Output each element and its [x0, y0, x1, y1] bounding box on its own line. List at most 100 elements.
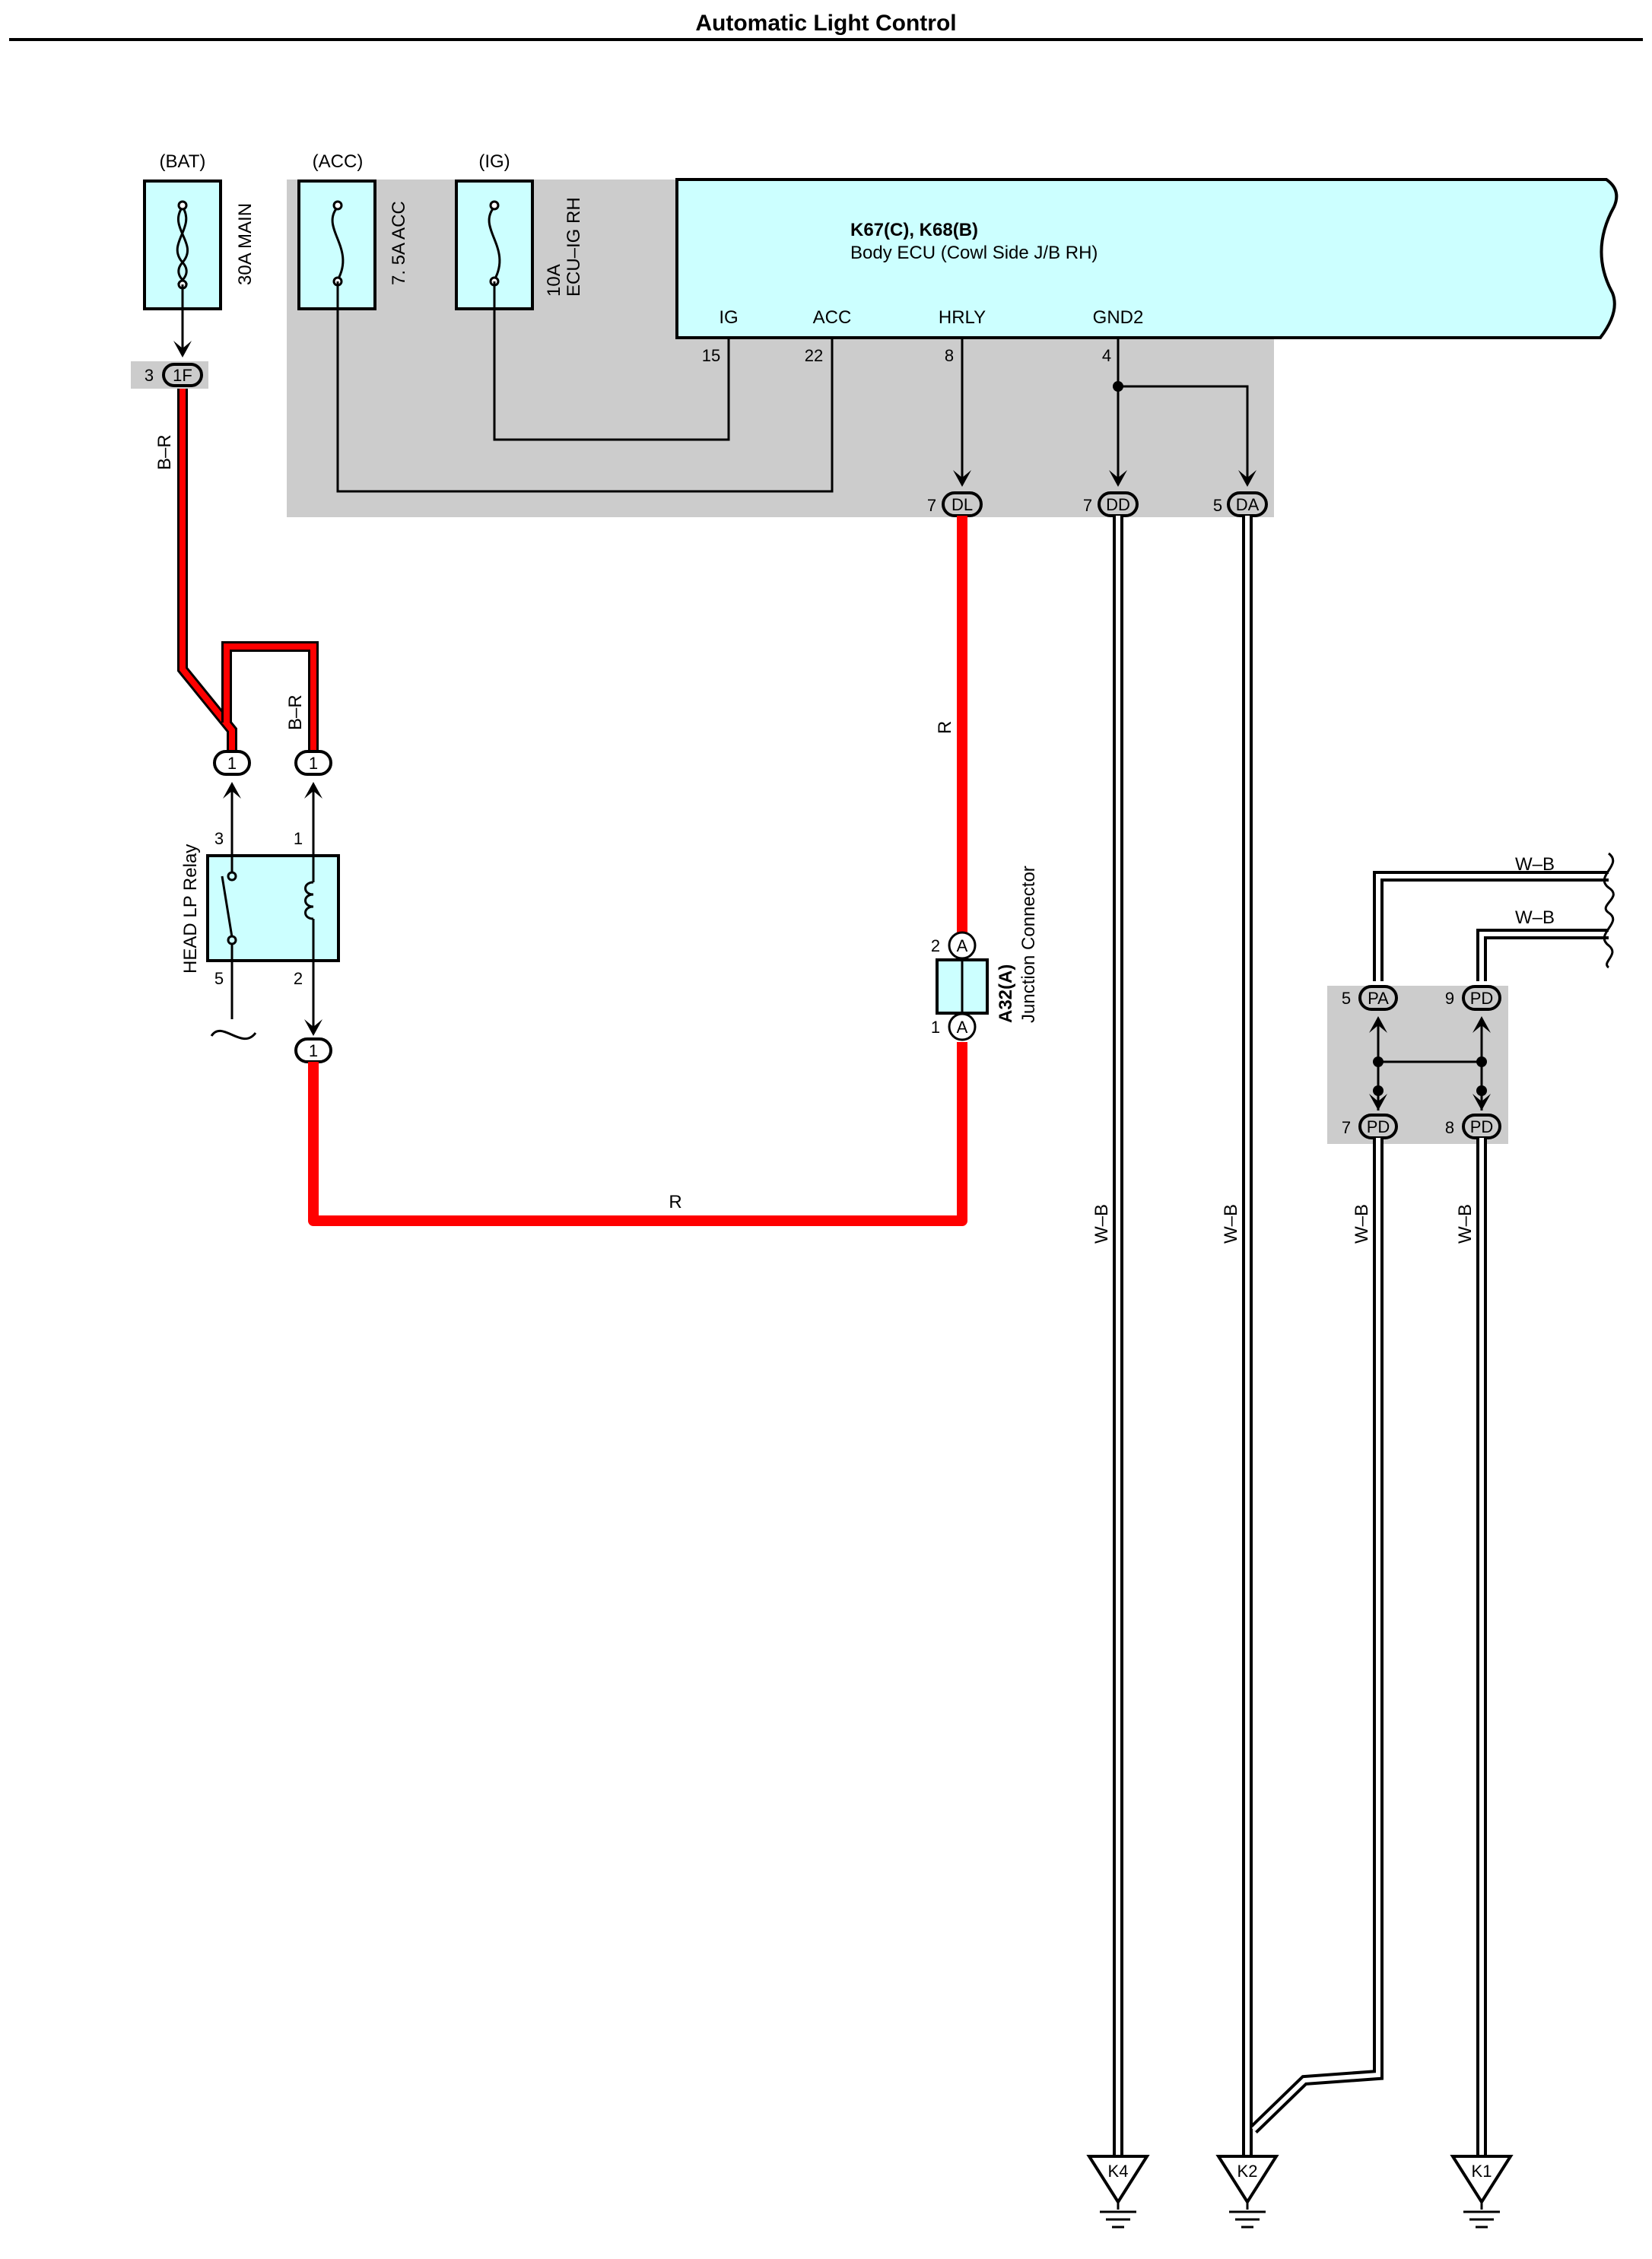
ground-k2-icon [1215, 2155, 1279, 2229]
fuse-30a-label: 30A MAIN [235, 203, 256, 285]
relay-connector-top-left-pin: 1 [227, 754, 237, 773]
da-arrow-icon [1238, 470, 1256, 487]
pd-top-connector [1462, 985, 1501, 1011]
wb-break-icon-2 [1603, 911, 1615, 969]
wb-label-3: W–B [1352, 1204, 1372, 1244]
junction-pin-top: 2 [931, 936, 940, 955]
fuse-acc-label: 7. 5A ACC [389, 201, 409, 285]
1f-connector [162, 363, 203, 387]
red-wire [308, 516, 967, 1226]
br-wire-main [177, 389, 237, 753]
relay-switch-icon [221, 856, 237, 961]
r-label-vertical: R [935, 721, 955, 734]
r-label-horizontal: R [669, 1192, 681, 1212]
dl-code: DL [951, 495, 973, 514]
br-wire-loop [221, 641, 319, 753]
ecu-pin-hrly: 8 [945, 346, 954, 365]
relay-pin-3: 3 [214, 829, 224, 848]
ecu-terminal-gnd2: GND2 [1093, 307, 1144, 328]
br-label-1: B–R [154, 434, 175, 470]
ecu-pin-gnd2: 4 [1102, 346, 1111, 365]
wb-label-1: W–B [1091, 1204, 1112, 1244]
pa-code: PA [1368, 989, 1389, 1008]
junction-pin-bottom-connector [948, 1012, 977, 1041]
relay-connector-top-right-pin: 1 [309, 754, 318, 773]
wb-label-2: W–B [1221, 1204, 1241, 1244]
splice-dot-left-top [1373, 1056, 1384, 1067]
wire-break-icon [210, 1030, 257, 1041]
ground-k2-label: K2 [1237, 2162, 1258, 2181]
junction-letter-bottom: A [957, 1018, 968, 1037]
ecu-name: Body ECU (Cowl Side J/B RH) [850, 243, 1098, 263]
diagram-title: Automatic Light Control [695, 11, 956, 36]
splice-dot-right-bottom [1476, 1085, 1487, 1096]
relay-pin-5: 5 [214, 969, 224, 988]
dd-arrow-icon [1109, 470, 1127, 487]
relay-connector-bottom-pin: 1 [309, 1041, 318, 1060]
splice-dot-left-bottom [1373, 1085, 1384, 1096]
ecu-terminal-ig: IG [719, 307, 738, 328]
pa-connector [1358, 985, 1398, 1011]
wb-top-label-1: W–B [1515, 854, 1555, 875]
br-label-2: B–R [285, 694, 306, 730]
splice-dot-right-top [1476, 1056, 1487, 1067]
relay-name: HEAD LP Relay [180, 844, 201, 974]
wb-top-label-2: W–B [1515, 907, 1555, 928]
ground-k4-icon [1086, 2155, 1150, 2229]
1f-arrow-icon [173, 341, 192, 357]
fuse-ig-amp-label: 10A [544, 264, 564, 297]
ecu-terminal-acc: ACC [813, 307, 852, 328]
wb-incoming-2 [1476, 929, 1609, 981]
pd-top-code: PD [1470, 989, 1494, 1008]
relay-connector-top-right [294, 750, 332, 776]
jb-internal-wires [336, 281, 1249, 493]
wb-label-4: W–B [1455, 1204, 1476, 1244]
junction-name: Junction Connector [1018, 866, 1039, 1023]
pd-br-arrow-icon [1473, 1094, 1491, 1110]
fusible-link-icon [176, 200, 189, 290]
fuse-ig-name-label: ECU–IG RH [564, 197, 584, 297]
junction-code: A32(A) [996, 964, 1016, 1023]
relay-bottom-arrow-icon [304, 1019, 322, 1036]
pd-bl-pin: 7 [1342, 1118, 1351, 1137]
wb-wire-pd-left [1250, 1138, 1384, 2134]
pd-top-arrow-icon [1473, 1016, 1491, 1033]
relay-arrow-right-icon [304, 782, 322, 799]
1f-code: 1F [173, 366, 192, 385]
pd-bl-code: PD [1367, 1117, 1390, 1136]
dl-pin: 7 [927, 496, 936, 515]
pd-br-code: PD [1470, 1117, 1494, 1136]
da-pin: 5 [1213, 496, 1222, 515]
ground-k1-label: K1 [1472, 2162, 1492, 2181]
ground-k4-label: K4 [1108, 2162, 1129, 2181]
pa-arrow-icon [1369, 1016, 1387, 1033]
junction-pin-bottom: 1 [931, 1018, 940, 1037]
pa-pin: 5 [1342, 989, 1351, 1008]
relay-connector-top-left [213, 750, 251, 776]
dd-pin: 7 [1083, 496, 1092, 515]
ecu-pin-acc: 22 [805, 346, 823, 365]
pd-br-pin: 8 [1445, 1118, 1454, 1137]
pd-bl-arrow-icon [1369, 1094, 1387, 1110]
da-code: DA [1236, 495, 1260, 514]
wb-break-icon-1 [1603, 852, 1615, 914]
splice-internal [1377, 1025, 1483, 1110]
ecu-code: K67(C), K68(B) [850, 220, 978, 240]
pd-top-pin: 9 [1445, 989, 1454, 1008]
gnd2-splice-dot [1113, 381, 1123, 392]
ground-k1-icon [1450, 2155, 1514, 2229]
relay-pin-2: 2 [294, 969, 303, 988]
ecu-pin-ig: 15 [702, 346, 720, 365]
body-ecu-box [675, 178, 1619, 339]
dl-arrow-icon [953, 470, 971, 487]
bat-label: (BAT) [160, 151, 206, 172]
relay-pin-1: 1 [294, 829, 303, 848]
junction-letter-top: A [957, 936, 968, 955]
relay-arrow-left-icon [223, 782, 241, 799]
ig-label: (IG) [478, 151, 510, 172]
1f-pin: 3 [145, 366, 154, 385]
ecu-terminal-hrly: HRLY [939, 307, 986, 328]
acc-label: (ACC) [313, 151, 364, 172]
dd-code: DD [1106, 495, 1130, 514]
